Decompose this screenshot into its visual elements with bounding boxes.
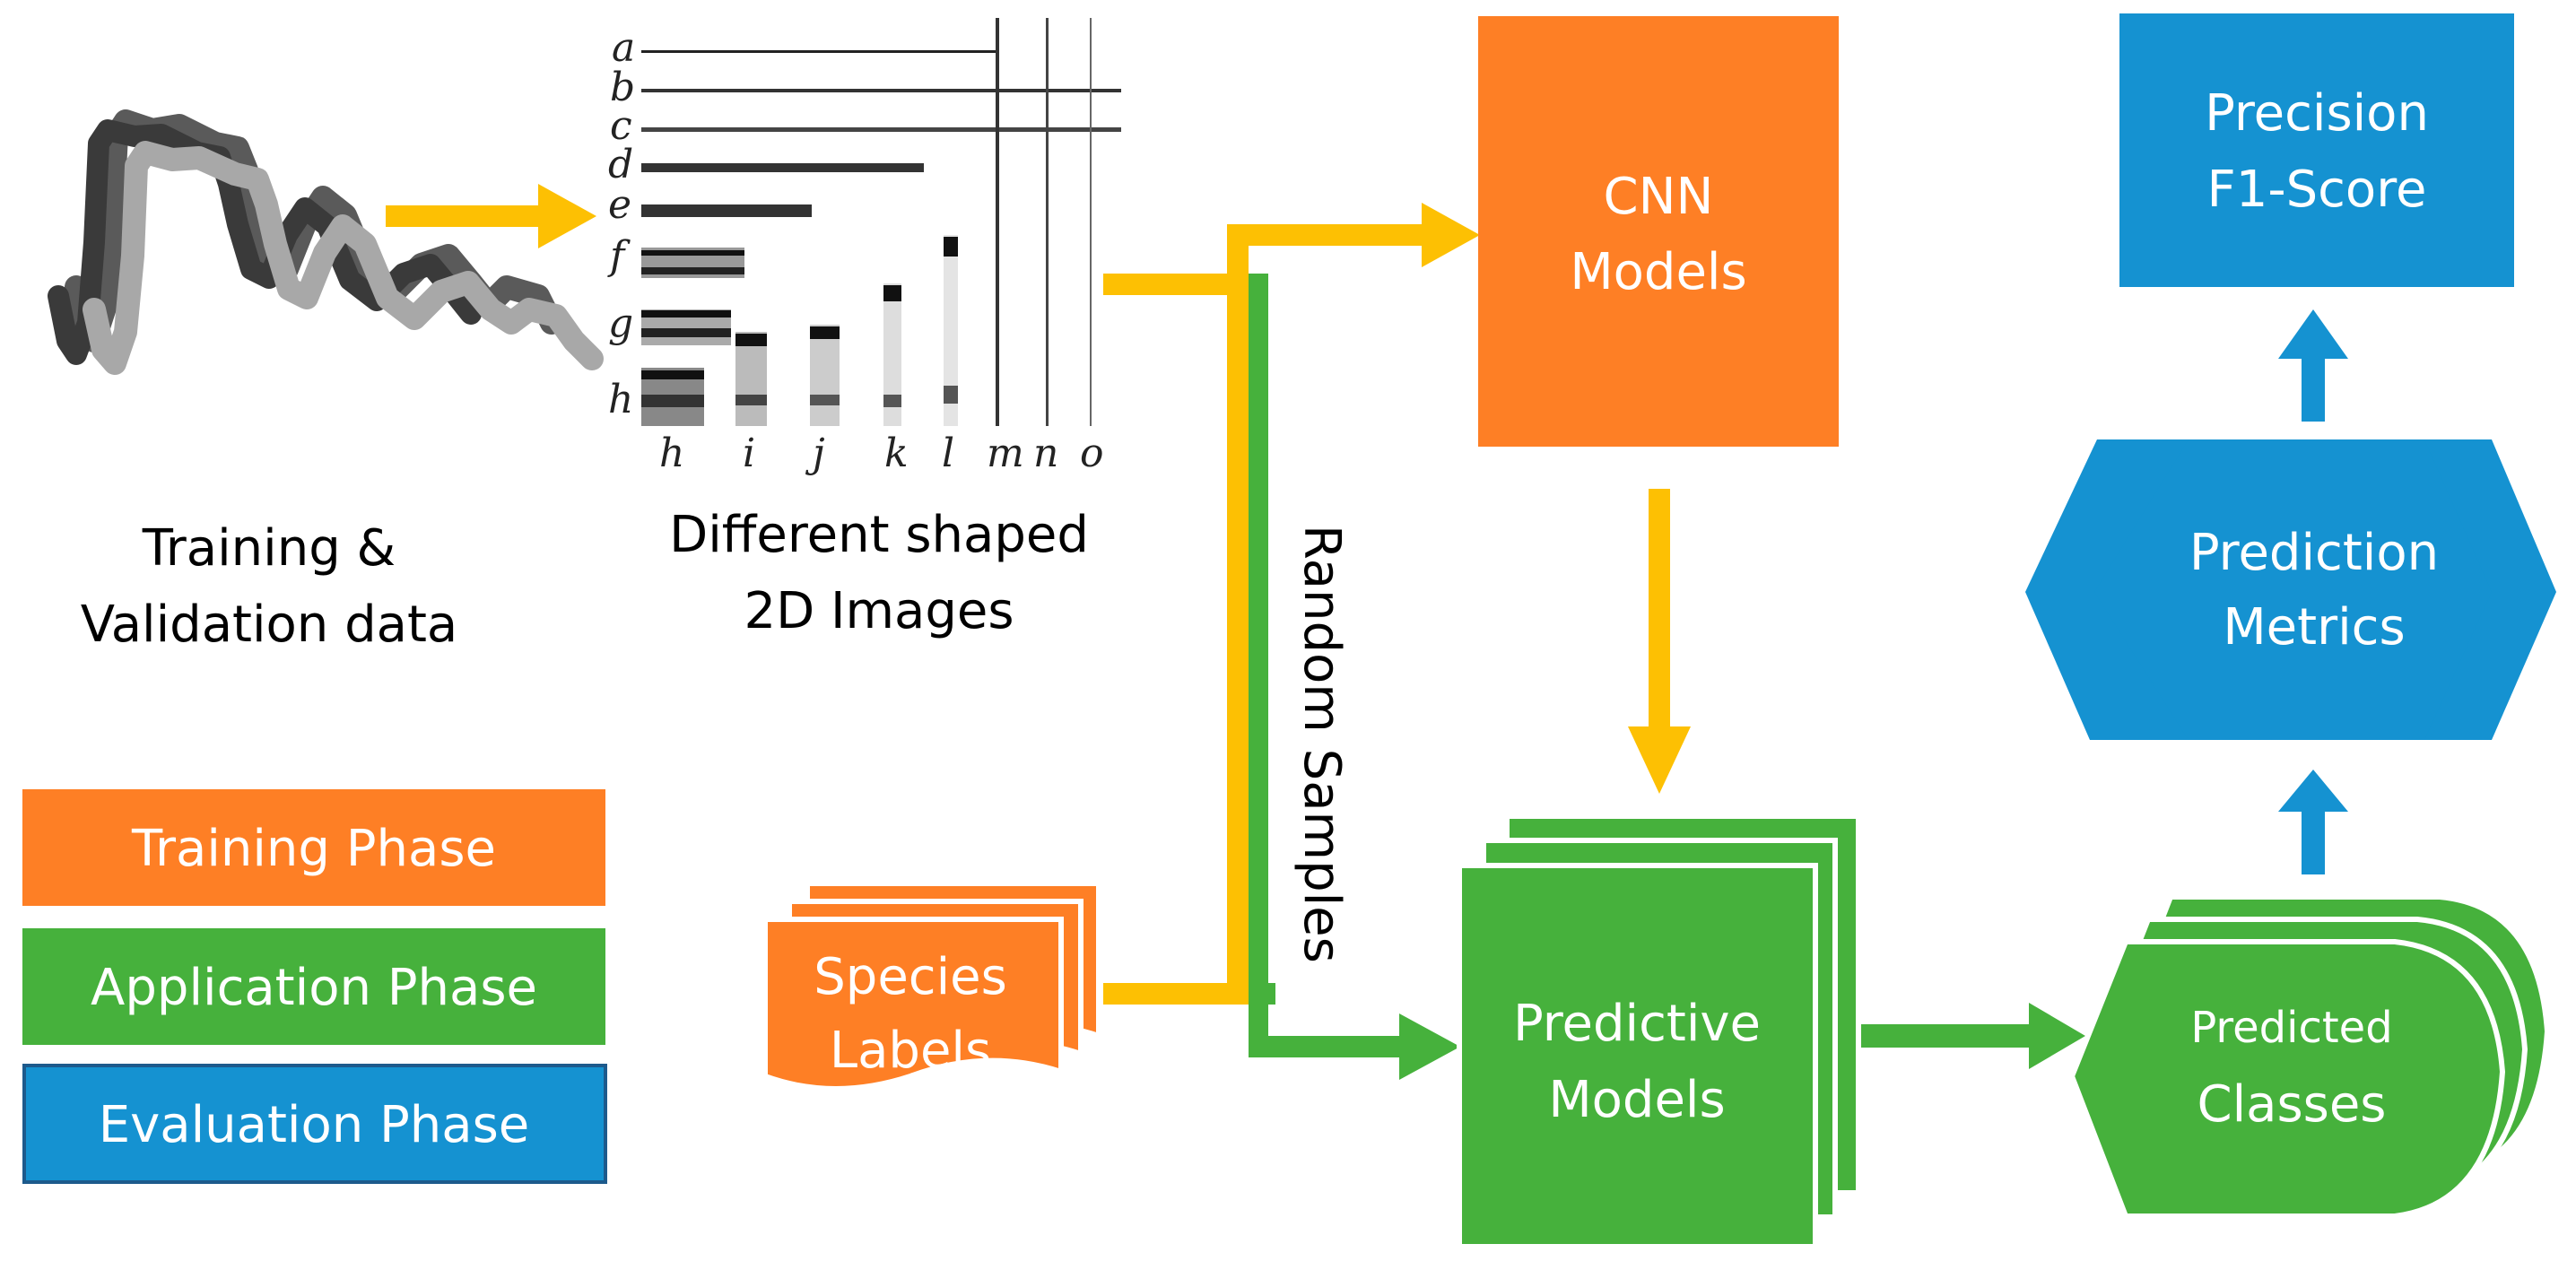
legend-application: Application Phase xyxy=(22,928,605,1045)
col-letter-n: n xyxy=(1033,431,1058,476)
training-data-label-line1: Training & xyxy=(142,519,396,578)
precision-label: Precision xyxy=(2205,84,2429,143)
waveform-icon xyxy=(48,109,604,375)
shaped-images-grid: a b c d e f g h xyxy=(607,18,1121,476)
predictive-models-stack: Predictive Models xyxy=(1457,813,1861,1249)
legend-application-label: Application Phase xyxy=(91,959,537,1017)
images-label-line1: Different shaped xyxy=(669,506,1089,564)
row-letter-c: c xyxy=(610,103,632,149)
row-letter-g: g xyxy=(608,300,633,346)
predictive-models-line1: Predictive xyxy=(1513,995,1761,1053)
cnn-models-label-line1: CNN xyxy=(1604,168,1714,226)
row-letter-e: e xyxy=(608,182,631,228)
legend-evaluation-label: Evaluation Phase xyxy=(99,1096,529,1154)
arrow-predictive-to-classes xyxy=(1861,1003,2085,1069)
precision-f1-box: Precision F1-Score xyxy=(2119,13,2514,287)
arrow-waveform-to-images xyxy=(386,184,596,248)
yellow-connector xyxy=(1103,203,1480,1005)
prediction-metrics-line1: Prediction xyxy=(2189,524,2439,582)
arrow-metrics-to-precision xyxy=(2278,309,2348,422)
arrow-classes-to-metrics xyxy=(2278,770,2348,874)
predicted-classes-line1: Predicted xyxy=(2190,1003,2392,1053)
legend-training-label: Training Phase xyxy=(131,820,496,878)
col-letter-m: m xyxy=(987,431,1024,476)
row-letter-h: h xyxy=(608,377,633,422)
legend-training: Training Phase xyxy=(22,789,605,906)
row-letter-b: b xyxy=(610,65,635,110)
col-letter-l: l xyxy=(942,431,954,476)
row-letter-d: d xyxy=(608,142,633,187)
row-letter-a: a xyxy=(612,25,635,71)
predicted-classes-line2: Classes xyxy=(2197,1075,2387,1134)
col-letter-h: h xyxy=(659,431,684,476)
species-labels-stack: Species Labels xyxy=(762,881,1101,1092)
predicted-classes-stack: Predicted Classes xyxy=(2068,894,2551,1219)
col-letter-i: i xyxy=(743,431,755,476)
training-data-label-line2: Validation data xyxy=(81,596,457,654)
f1-score-label: F1-Score xyxy=(2207,161,2427,219)
cnn-models-label-line2: Models xyxy=(1570,243,1746,301)
prediction-metrics-line2: Metrics xyxy=(2223,598,2405,657)
col-letter-j: j xyxy=(805,431,825,476)
predictive-models-line2: Models xyxy=(1548,1071,1725,1129)
species-labels-line2: Labels xyxy=(830,1022,991,1080)
arrow-cnn-to-predictive xyxy=(1628,489,1691,794)
species-labels-line1: Species xyxy=(814,948,1007,1006)
prediction-metrics-hexagon: Prediction Metrics xyxy=(2025,439,2556,740)
col-letter-o: o xyxy=(1080,431,1104,476)
cnn-models-box: CNN Models xyxy=(1478,16,1839,447)
legend: Training Phase Application Phase Evaluat… xyxy=(22,789,607,1184)
images-label-line2: 2D Images xyxy=(744,582,1014,640)
col-letter-k: k xyxy=(884,431,909,476)
row-letter-f: f xyxy=(607,233,631,279)
random-samples-label: Random Samples xyxy=(1292,525,1351,963)
green-connector xyxy=(1249,274,1460,1080)
legend-evaluation: Evaluation Phase xyxy=(22,1064,607,1184)
